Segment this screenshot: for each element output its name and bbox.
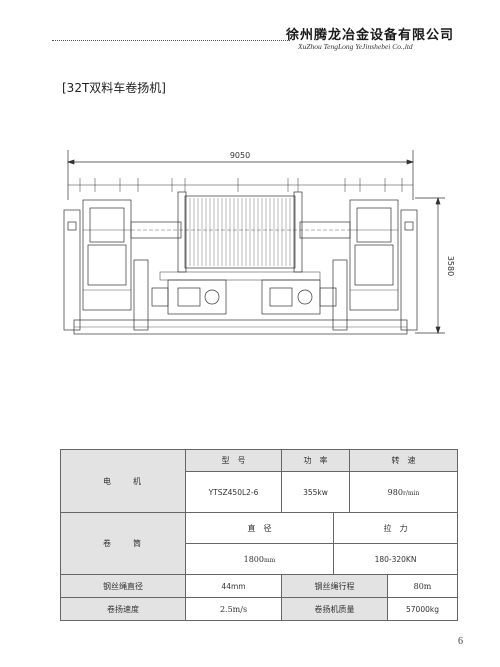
table-row: 钢丝绳直径 44mm 钢丝绳行程 80m xyxy=(60,574,458,598)
drum-label: 卷 筒 xyxy=(60,512,186,575)
table-row: 卷扬速度 2.5m/s 卷扬机质量 57000kg xyxy=(60,597,458,621)
model-header: 型 号 xyxy=(185,449,282,472)
height-dimension-text: 3580 xyxy=(446,256,455,276)
hoist-speed-label: 卷扬速度 xyxy=(60,597,186,621)
section-title: [32T双料车卷扬机] xyxy=(62,81,166,95)
company-name-chinese: 徐州腾龙冶金设备有限公司 xyxy=(286,28,455,43)
left-motor xyxy=(167,279,227,315)
diameter-header: 直 径 xyxy=(185,512,334,544)
rope-stroke-label: 钢丝绳行程 xyxy=(281,574,388,598)
company-name-english: XuZhou TengLong YeJinshebei Co.,ltd xyxy=(298,42,413,51)
table-row: YTSZ450L2-6 355kw 980r/min xyxy=(61,471,458,513)
header-dotted-line xyxy=(52,40,290,41)
rope-diameter-value: 44mm xyxy=(185,574,282,598)
tension-header: 拉 力 xyxy=(333,512,458,544)
rope-diameter-label: 钢丝绳直径 xyxy=(60,574,186,598)
table-row: 1800mm 180-320KN xyxy=(61,543,458,575)
specification-table: 电 机 型 号 功 率 转 速 YTSZ450L2-6 355kw 980r/m… xyxy=(60,449,458,621)
right-gearbox xyxy=(349,199,399,311)
page-number: 6 xyxy=(458,636,463,647)
drum-diameter-value: 1800mm xyxy=(185,543,334,575)
motor-model-value: YTSZ450L2-6 xyxy=(185,471,282,513)
hoist-mass-value: 57000kg xyxy=(387,597,458,621)
motor-speed-value: 980r/min xyxy=(349,471,458,513)
motor-power-value: 355kw xyxy=(281,471,350,513)
rope-stroke-value: 80m xyxy=(387,574,458,598)
drum-tension-value: 180-320KN xyxy=(333,543,458,575)
winding-drum xyxy=(184,195,296,269)
motor-label: 电 机 xyxy=(60,449,186,513)
table-row: 电 机 型 号 功 率 转 速 xyxy=(60,449,458,513)
width-dimension-text: 9050 xyxy=(230,151,250,160)
right-motor xyxy=(261,279,321,315)
hoist-mass-label: 卷扬机质量 xyxy=(281,597,388,621)
left-gearbox xyxy=(82,199,132,311)
power-header: 功 率 xyxy=(281,449,350,472)
speed-header: 转 速 xyxy=(349,449,458,472)
table-row: 卷 筒 直 径 拉 力 xyxy=(60,512,458,575)
hoist-speed-value: 2.5m/s xyxy=(185,597,282,621)
